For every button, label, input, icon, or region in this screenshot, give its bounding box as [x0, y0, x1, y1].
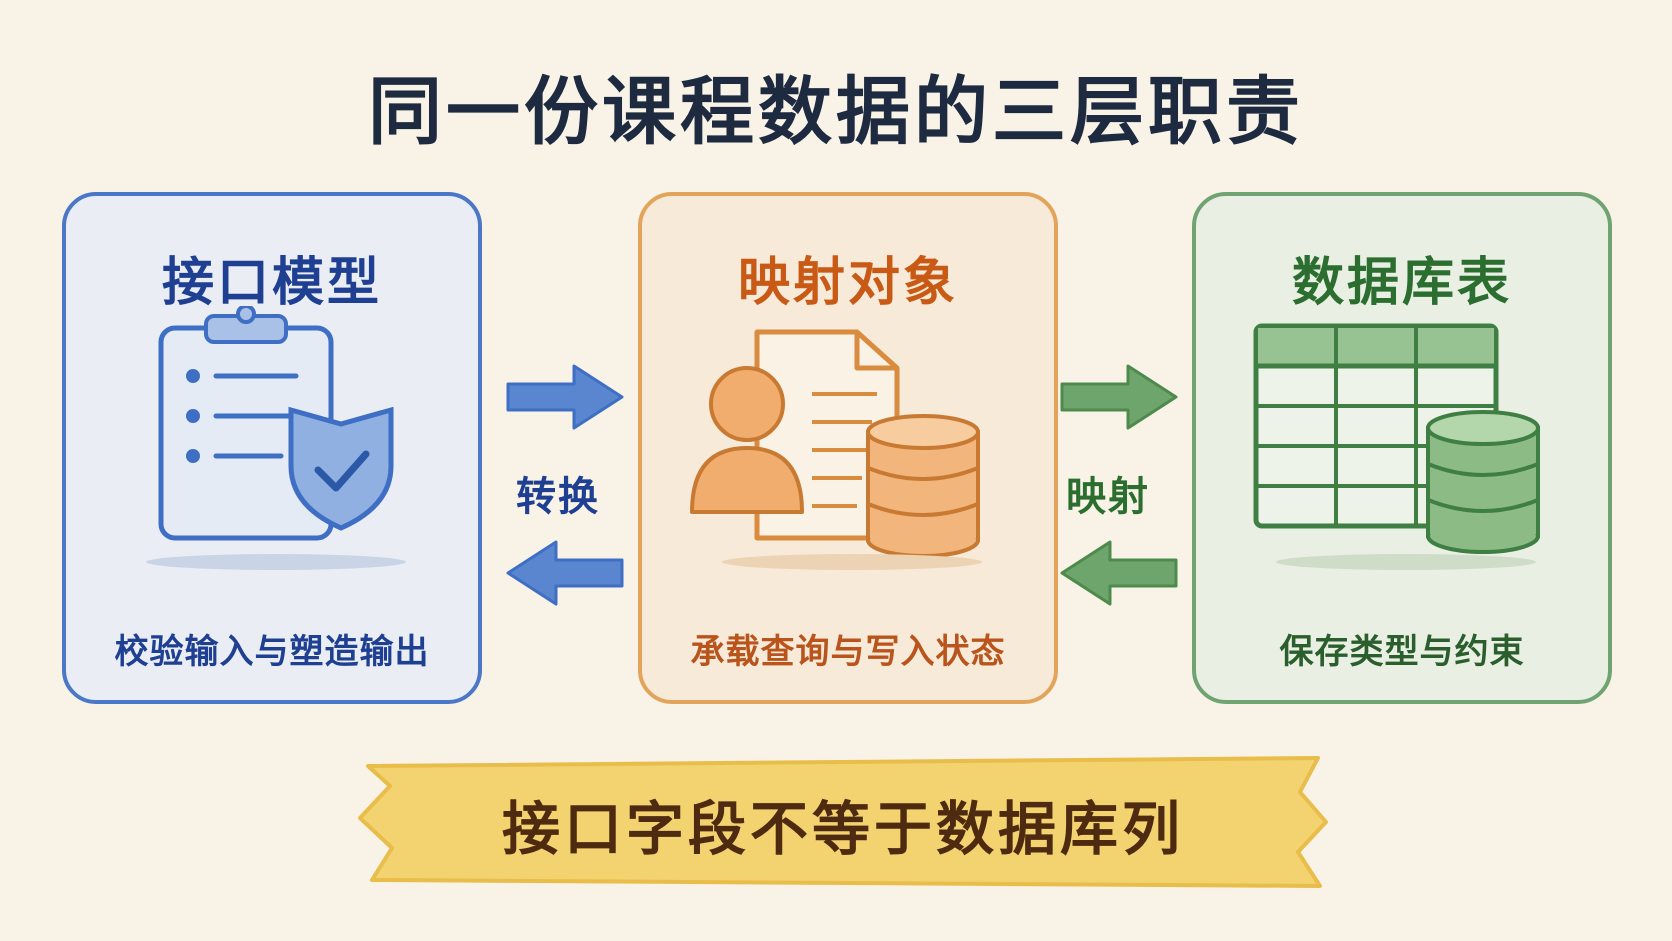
card-api-model: 接口模型 校验输入与塑造输出	[62, 192, 482, 704]
arrow-label-map: 映射	[1066, 474, 1150, 520]
arrow-right-icon	[1060, 364, 1178, 430]
card-database-table: 数据库表 保存类型与约束	[1192, 192, 1612, 704]
card-title: 数据库表	[1291, 253, 1512, 313]
card-caption: 承载查询与写入状态	[690, 632, 1006, 672]
banner-ribbon	[358, 756, 1328, 888]
banner-text: 接口字段不等于数据库列	[501, 795, 1184, 863]
arrow-left-icon	[506, 540, 624, 606]
card-caption: 校验输入与塑造输出	[114, 632, 430, 672]
clipboard-shield-icon	[146, 306, 406, 570]
arrow-left-icon	[1060, 540, 1178, 606]
card-title: 映射对象	[737, 253, 958, 313]
person-document-database-icon	[690, 329, 982, 570]
card-title: 接口模型	[161, 253, 382, 313]
table-database-icon	[1253, 323, 1540, 570]
arrow-label-convert: 转换	[516, 474, 600, 520]
page-title: 同一份课程数据的三层职责	[368, 69, 1304, 155]
card-orm-object: 映射对象 承载查询与写入状态	[638, 192, 1058, 704]
card-caption: 保存类型与约束	[1279, 632, 1525, 672]
arrow-right-icon	[506, 364, 624, 430]
